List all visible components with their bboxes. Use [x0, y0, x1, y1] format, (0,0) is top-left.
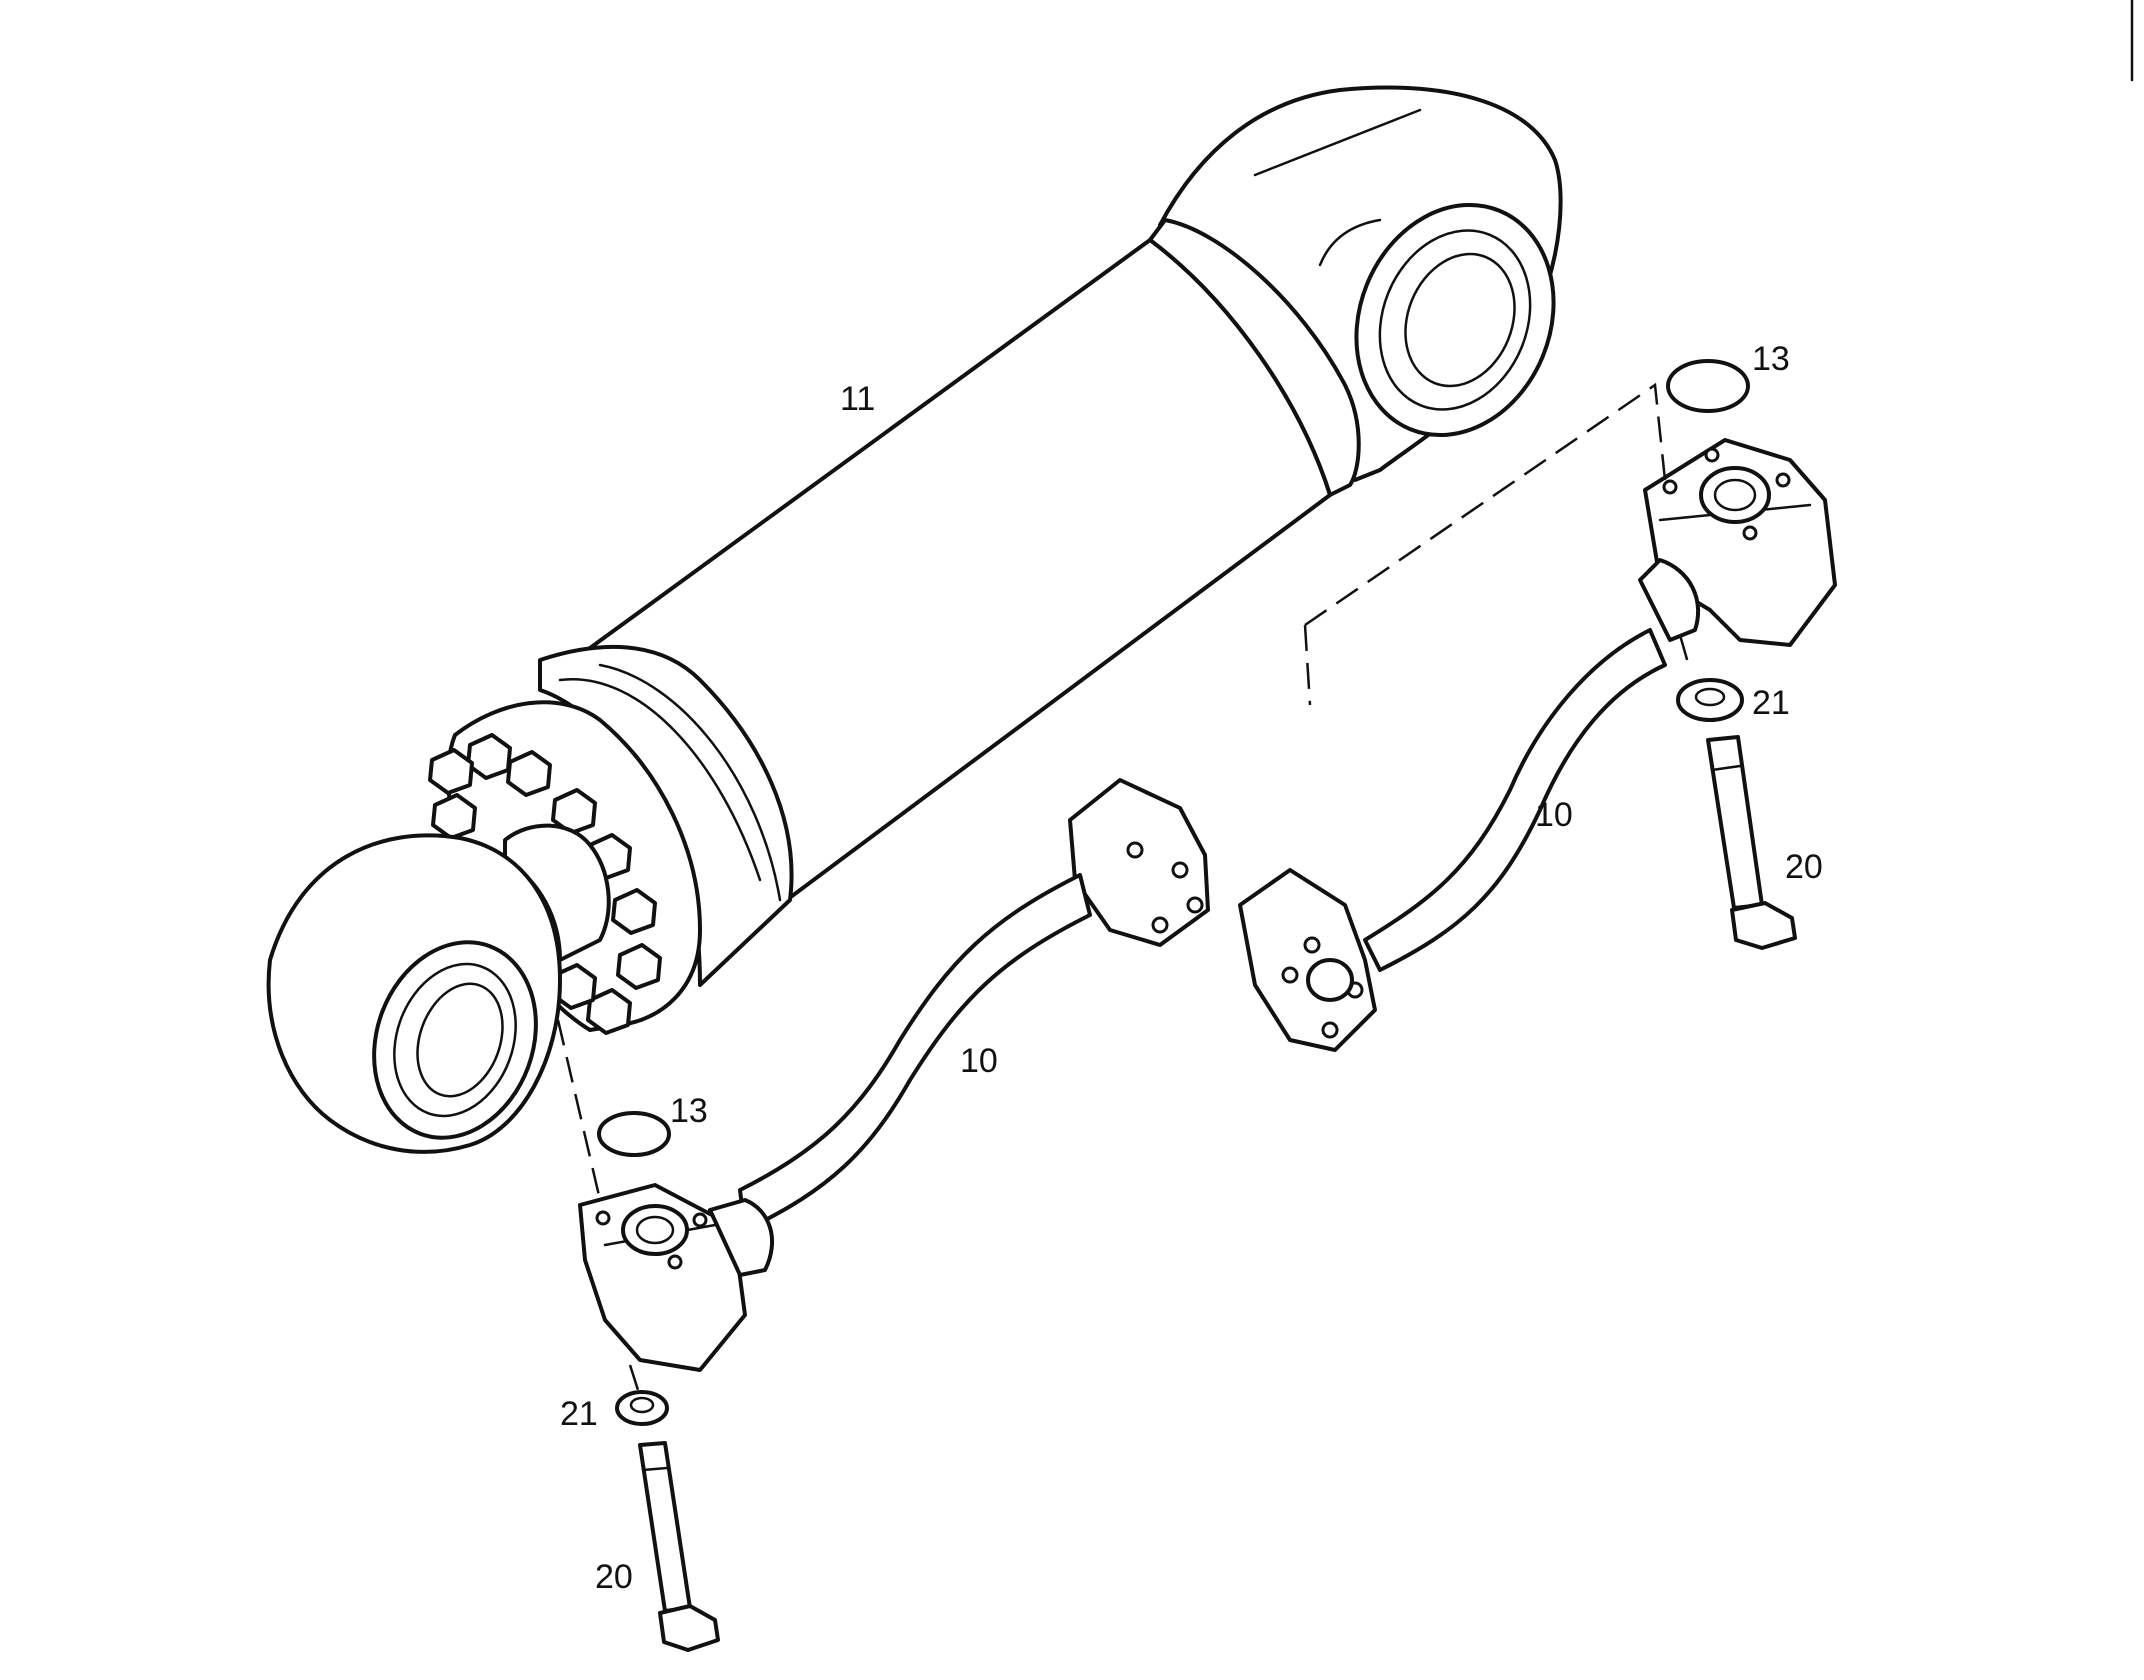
- rear-washer-guide: [1678, 634, 1692, 671]
- callout-o-ring-rear: 13: [1752, 340, 1790, 378]
- bolt-rear: [1706, 735, 1797, 950]
- pipe-front-far-flange: [1068, 778, 1210, 947]
- bolt-front: [638, 1441, 720, 1652]
- callout-pipe-rear: 10: [1535, 796, 1573, 834]
- pipe-front-assembly: [578, 778, 1210, 1372]
- pipe-rear-near-flange: [1238, 868, 1377, 1052]
- callout-washer-rear: 21: [1752, 684, 1790, 722]
- callout-o-ring-front: 13: [670, 1092, 708, 1130]
- front-rod-eye: [266, 833, 562, 1154]
- o-ring-rear: [1666, 359, 1750, 413]
- callout-bolt-front: 20: [595, 1558, 633, 1596]
- o-ring-front: [597, 1111, 671, 1157]
- pipe-rear-tube: [1363, 628, 1667, 972]
- washer-rear: [1676, 678, 1744, 722]
- rear-oring-guide: [1303, 382, 1667, 706]
- rear-rod-eye: [1158, 85, 1563, 482]
- cylinder-barrel: [588, 238, 1332, 907]
- front-oring-guide: [556, 1019, 602, 1201]
- callout-bolt-rear: 20: [1785, 848, 1823, 886]
- callout-pipe-front: 10: [960, 1042, 998, 1080]
- callout-cylinder: 11: [840, 380, 875, 418]
- front-washer-guide: [628, 1364, 640, 1391]
- pipe-rear-assembly: [1238, 438, 1837, 1052]
- pipe-front-tube: [738, 873, 1092, 1232]
- callout-washer-front: 21: [560, 1395, 598, 1433]
- cylinder-assembly: [266, 85, 1563, 1154]
- washer-front: [615, 1390, 669, 1426]
- head-bolts: [428, 733, 662, 1035]
